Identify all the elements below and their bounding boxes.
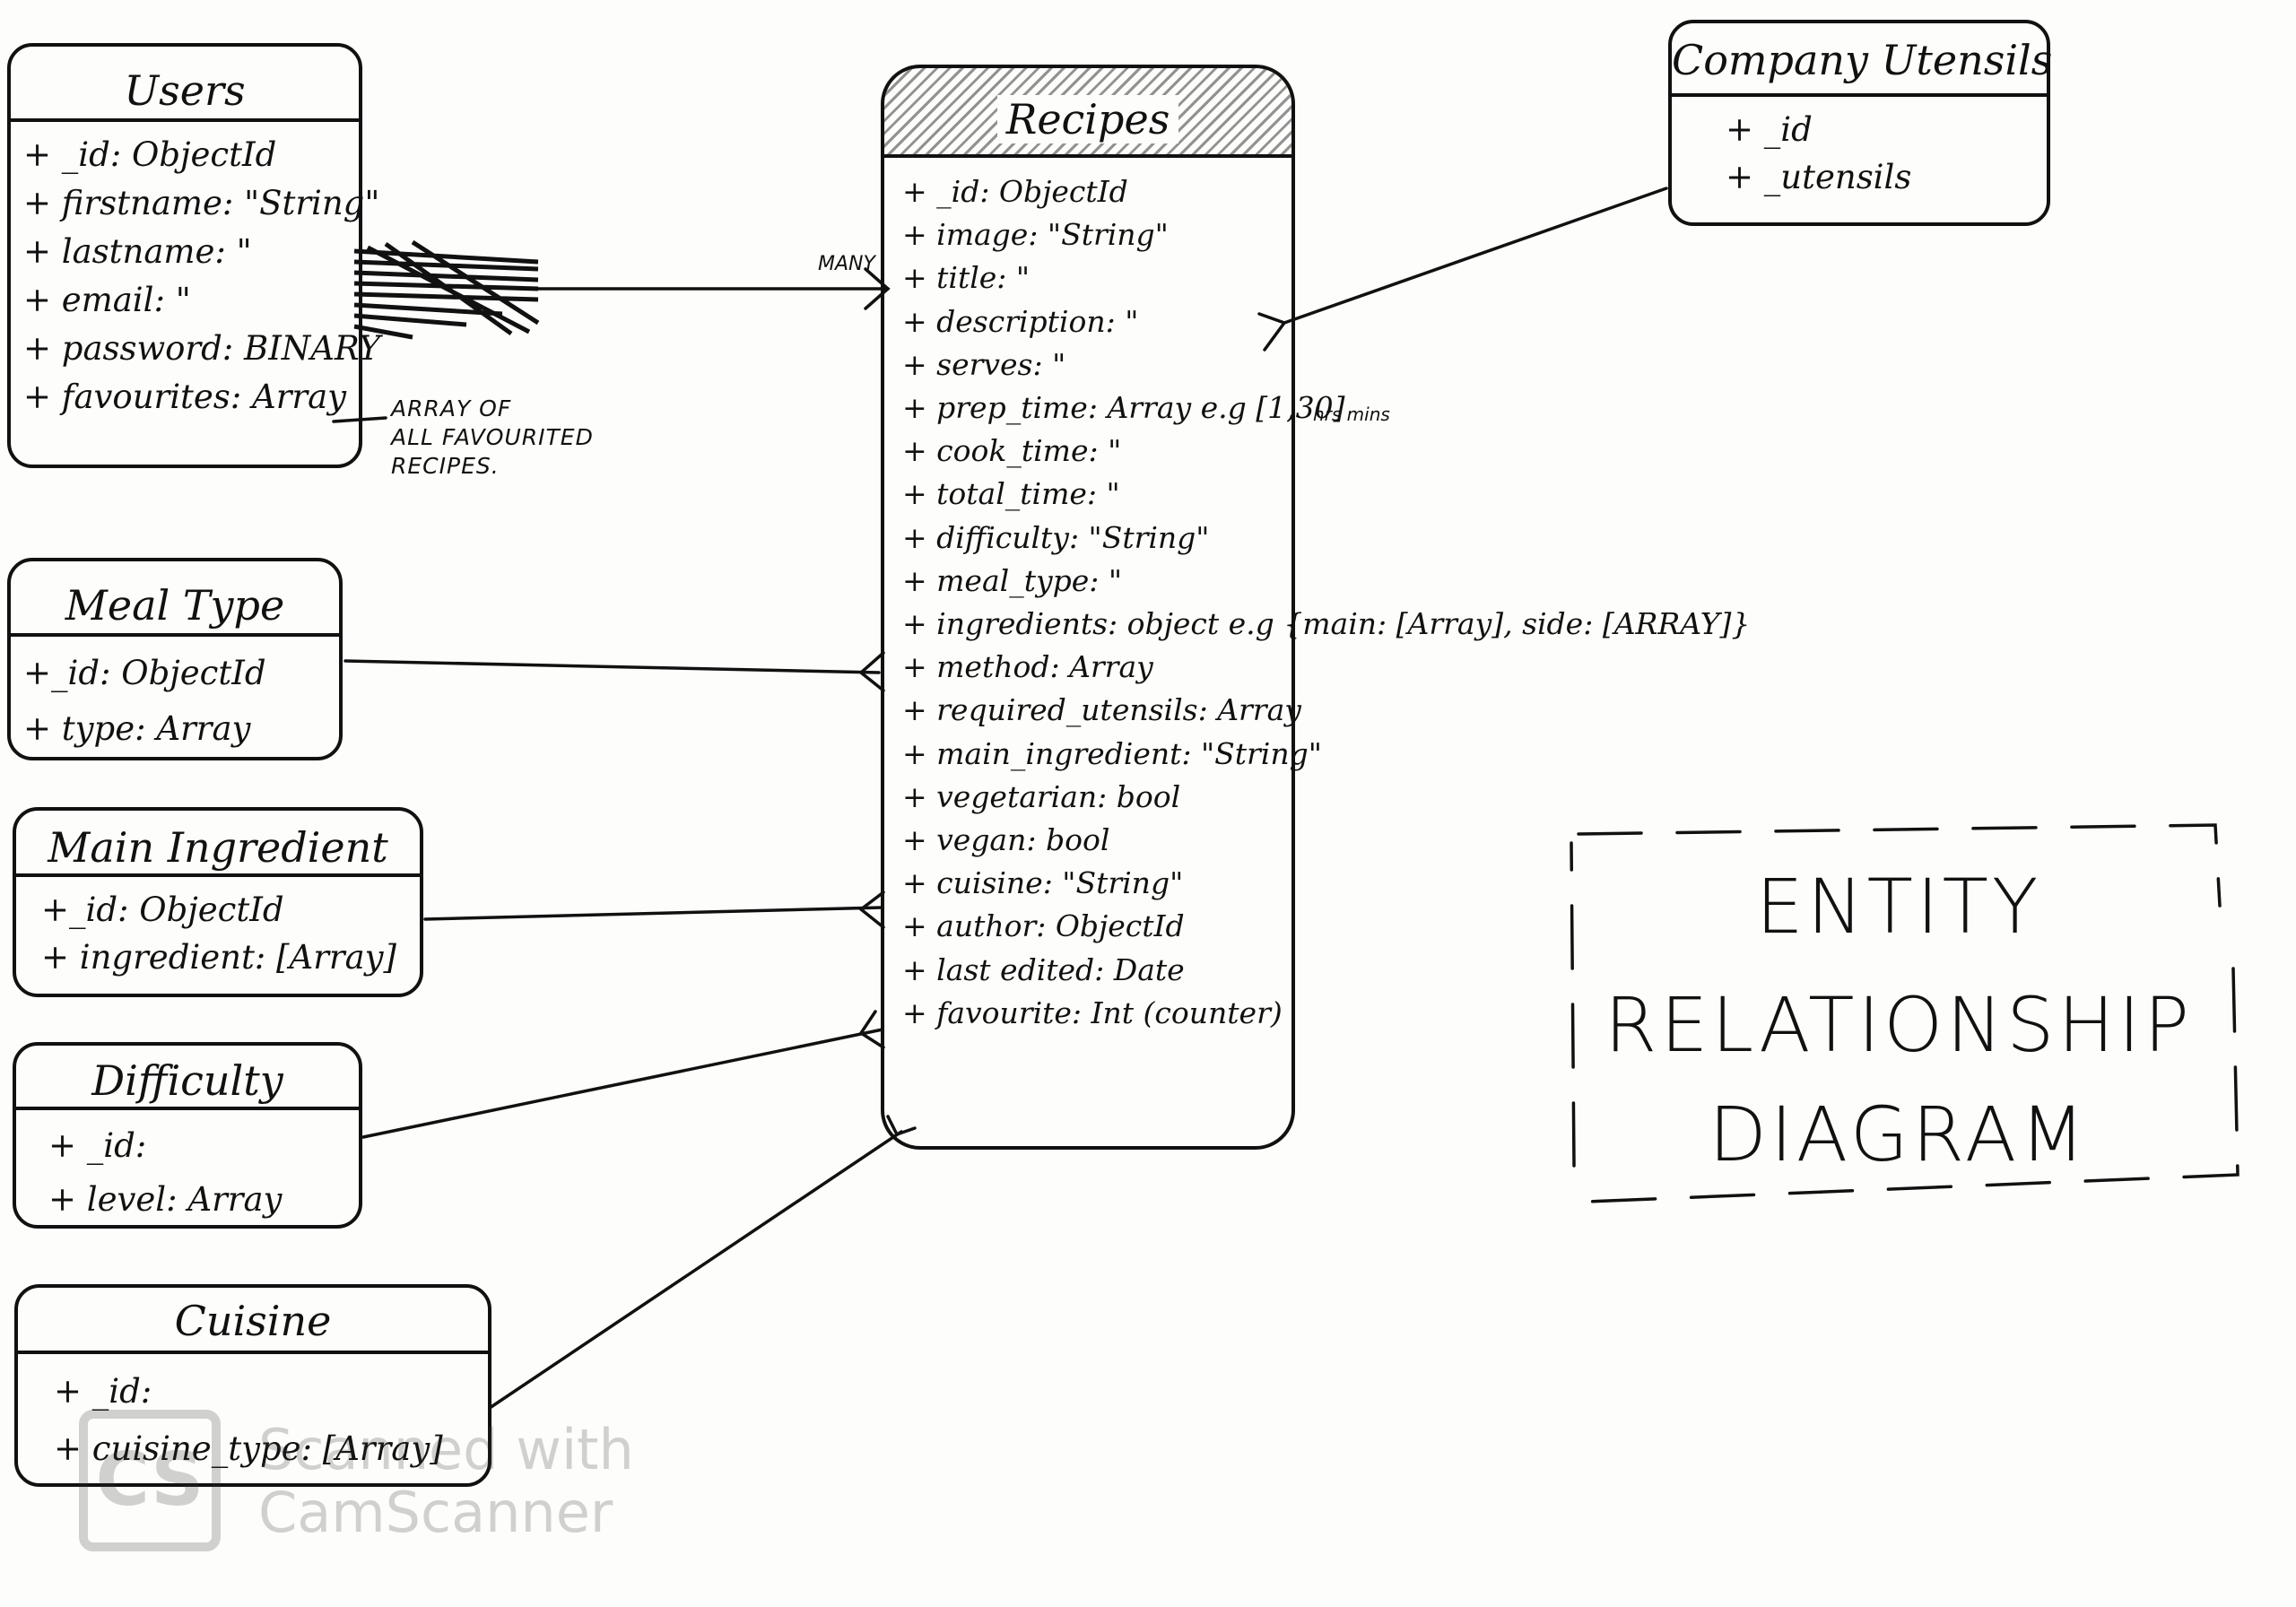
field-row: + required_utensils: Array — [902, 692, 1301, 728]
field-row: + cuisine: "String" — [902, 865, 1184, 901]
field-row: + vegetarian: bool — [902, 778, 1181, 814]
entity-title: Recipes — [884, 68, 1292, 158]
note-line: ALL FAVOURITED — [391, 424, 594, 450]
field-row: + ingredient: [Array] — [41, 938, 396, 977]
field-row: + lastname: " — [23, 232, 252, 271]
recipes-title-text: Recipes — [996, 95, 1179, 143]
users-crow-foot — [864, 267, 891, 310]
field-row: + meal_type: " — [902, 562, 1123, 598]
watermark-line: CamScanner — [258, 1480, 613, 1545]
field-row: + firstname: "String" — [23, 184, 380, 222]
field-row: + level: Array — [48, 1180, 283, 1219]
entity-title: Users — [11, 47, 359, 122]
cuisine-recipes-connector — [488, 1130, 903, 1410]
field-row: + favourites: Array — [23, 378, 347, 416]
entity-fields: + _id: + cuisine_type: [Array] — [18, 1354, 488, 1478]
field-row: + cook_time: " — [902, 433, 1122, 469]
field-row: + difficulty: "String" — [902, 519, 1210, 555]
field-row: + _id — [1726, 110, 1813, 149]
entity-fields: +_id: ObjectId + ingredient: [Array] — [16, 877, 420, 981]
entity-recipes: Recipes + _id: ObjectId + image: "String… — [881, 65, 1751, 1150]
entity-title: Meal Type — [11, 561, 339, 637]
entity-fields: + _id: + level: Array — [16, 1110, 359, 1227]
utensils-recipes-connector — [1283, 187, 1668, 325]
mealtype-crow-foot — [858, 651, 885, 692]
field-row: + _id: ObjectId — [902, 174, 1128, 209]
entity-meal-type: Meal Type +_id: ObjectId + type: Array — [7, 558, 343, 760]
note-line: ARRAY OF — [391, 395, 512, 421]
camscanner-watermark: CS Scanned with CamScanner — [79, 1410, 707, 1553]
watermark-text: Scanned with CamScanner — [258, 1419, 634, 1544]
field-row: + image: "String" — [902, 217, 1169, 253]
entity-fields: + _id + _utensils — [1672, 97, 2047, 201]
diagram-title-line: ENTITY — [1755, 863, 2042, 951]
mealtype-recipes-connector — [344, 659, 881, 674]
entity-cuisine: Cuisine + _id: + cuisine_type: [Array] — [14, 1284, 491, 1487]
field-row: + type: Array — [23, 709, 251, 748]
field-row: +_id: ObjectId — [23, 654, 266, 692]
field-row: + cuisine_type: [Array] — [54, 1429, 443, 1468]
entity-fields: +_id: ObjectId + type: Array — [11, 637, 339, 757]
field-row: + last edited: Date — [902, 951, 1185, 987]
difficulty-recipes-connector — [361, 1028, 884, 1139]
entity-title: Main Ingredient — [16, 811, 420, 877]
entity-fields: + _id: ObjectId + firstname: "String" + … — [11, 122, 381, 421]
field-row: + author: ObjectId — [902, 908, 1185, 944]
entity-users: Users + _id: ObjectId + firstname: "Stri… — [7, 43, 381, 468]
mainingredient-crow-foot — [858, 890, 885, 929]
scribble-mark — [353, 239, 540, 340]
diagram-title-line: RELATIONSHIP — [1604, 981, 2194, 1069]
diagram-title-line: DIAGRAM — [1709, 1090, 2089, 1178]
field-row: + email: " — [23, 281, 191, 319]
field-row: + vegan: bool — [902, 822, 1110, 858]
utensils-crow-foot — [1257, 312, 1287, 352]
field-row: + password: BINARY — [23, 329, 381, 368]
camscanner-logo: CS — [79, 1410, 221, 1551]
diagram-title: ENTITY RELATIONSHIP DIAGRAM — [1571, 830, 2226, 1206]
entity-title: Cuisine — [18, 1288, 488, 1354]
entity-title: Difficulty — [16, 1046, 359, 1110]
field-row: + serves: " — [902, 346, 1066, 382]
title-frame — [1570, 823, 2239, 1203]
favourites-note: ARRAY OF ALL FAVOURITED RECIPES. — [391, 395, 594, 481]
field-row: + main_ingredient: "String" — [902, 735, 1322, 771]
field-row: + title: " — [902, 260, 1031, 296]
field-row: + description: " — [902, 303, 1139, 339]
watermark-line: Scanned with — [258, 1417, 634, 1482]
entity-difficulty: Difficulty + _id: + level: Array — [13, 1042, 362, 1229]
field-row: + _id: ObjectId — [23, 135, 277, 174]
field-row: + total_time: " — [902, 476, 1120, 512]
difficulty-crow-foot — [858, 1010, 885, 1049]
field-row: + _id: — [54, 1372, 152, 1411]
note-line: RECIPES. — [391, 453, 500, 479]
field-row: + _id: — [48, 1126, 147, 1165]
field-row: + prep_time: Array e.g [1,30] — [902, 390, 1345, 426]
field-row: + method: Array — [902, 649, 1153, 685]
field-row: +_id: ObjectId — [41, 890, 284, 929]
hrs-mins-note: hrs mins — [1313, 404, 1390, 425]
field-row: + favourite: Int (counter) — [902, 995, 1283, 1030]
entity-title: Company Utensils — [1672, 23, 2052, 97]
field-row: + ingredients: object e.g {main: [Array]… — [902, 606, 1751, 642]
many-label: MANY — [818, 253, 875, 275]
entity-main-ingredient: Main Ingredient +_id: ObjectId + ingredi… — [13, 807, 423, 997]
entity-fields: + _id: ObjectId + image: "String" + titl… — [884, 158, 1751, 1035]
entity-company-utensils: Company Utensils + _id + _utensils — [1668, 20, 2052, 226]
field-row: + _utensils — [1726, 158, 1912, 196]
mainingredient-recipes-connector — [423, 906, 884, 921]
